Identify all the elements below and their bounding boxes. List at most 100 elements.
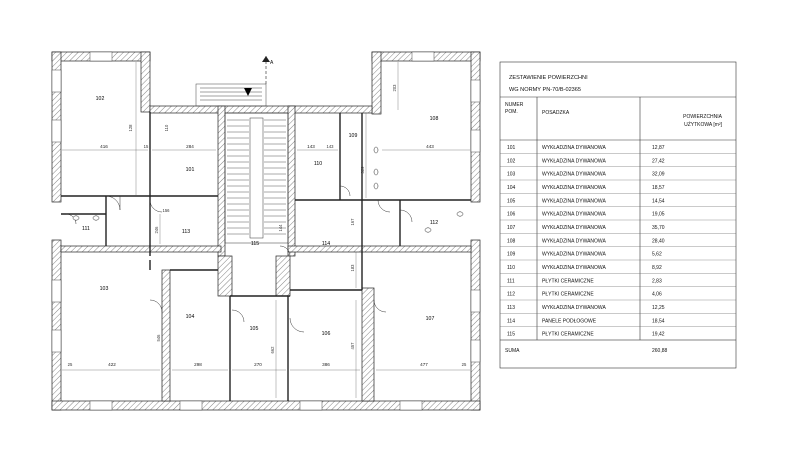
schedule-row-number: 114: [507, 318, 515, 324]
schedule-row-finish: WYKŁADZINA DYWANOWA: [542, 198, 606, 204]
schedule-row-number: 103: [507, 172, 516, 178]
schedule-row-area: 18,57: [652, 185, 665, 191]
dim-105-vert: 662: [270, 346, 275, 354]
schedule-row-area: 5,62: [652, 252, 662, 258]
room-label-106: 106: [322, 331, 331, 337]
stair-treads: [227, 119, 286, 235]
schedule-row-finish: PŁYTKI CERAMICZNE: [542, 292, 594, 298]
schedule-row-area: 2,83: [652, 278, 662, 284]
schedule-row-finish: WYKŁADZINA DYWANOWA: [542, 265, 606, 271]
schedule-row-finish: PŁYTKI CERAMICZNE: [542, 278, 594, 284]
schedule-sum-label: SUMA: [505, 348, 520, 354]
dim-106-width: 386: [322, 362, 330, 367]
schedule-row-area: 35,70: [652, 225, 665, 231]
schedule-row-area: 14,54: [652, 198, 665, 204]
schedule-row-area: 12,25: [652, 305, 665, 311]
room-label-101: 101: [186, 167, 195, 173]
dim-108-vert: 203: [392, 84, 397, 92]
schedule-row-finish: WYKŁADZINA DYWANOWA: [542, 212, 606, 218]
schedule-row-number: 102: [507, 158, 516, 164]
staircase: [224, 112, 289, 244]
dim-114-vert-2: 183: [350, 264, 355, 272]
schedule-row-finish: WYKŁADZINA DYWANOWA: [542, 172, 606, 178]
dim-102-side: 15: [144, 144, 149, 149]
room-label-111: 111: [82, 226, 90, 232]
schedule-row-number: 107: [507, 225, 516, 231]
interior-partitions: [61, 112, 471, 401]
dim-110-width-2: 143: [327, 144, 335, 149]
schedule-row-number: 110: [507, 265, 515, 271]
dim-113-vert: 246: [154, 226, 159, 234]
dim-102-width: 416: [100, 144, 108, 149]
dim-103-width: 422: [108, 362, 116, 367]
schedule-row-number: 109: [507, 252, 516, 258]
schedule-row-finish: WYKŁADZINA DYWANOWA: [542, 145, 606, 151]
dim-105-width: 270: [254, 362, 262, 367]
door-swings: [65, 185, 413, 333]
dim-106-vert: 457: [350, 342, 355, 350]
dim-103-left: 25: [68, 362, 73, 367]
schedule-row-number: 112: [507, 292, 515, 298]
dim-101-vert: 110: [164, 124, 169, 131]
room-label-102: 102: [96, 96, 105, 102]
schedule-col-area-2: UŻYTKOWA [m²]: [684, 121, 722, 128]
schedule-row-finish: WYKŁADZINA DYWANOWA: [542, 185, 606, 191]
schedule-row-area: 18,54: [652, 318, 665, 324]
dim-113-width: 156: [163, 208, 171, 213]
schedule-row-area: 27,42: [652, 158, 665, 164]
schedule-sum-value: 260,88: [652, 348, 668, 354]
schedule-col-number-1: NUMER: [505, 102, 524, 108]
schedule-row-number: 113: [507, 305, 515, 311]
schedule-row-number: 101: [507, 145, 516, 151]
schedule-row-area: 19,42: [652, 332, 665, 338]
windows: [51, 51, 481, 411]
outer-walls: [51, 51, 481, 411]
dim-115-vert: 144: [278, 224, 283, 232]
schedule-row-area: 28,40: [652, 238, 665, 244]
dim-104-vert: 546: [156, 334, 161, 342]
room-label-113: 113: [182, 229, 190, 235]
room-label-108: 108: [430, 116, 439, 122]
schedule-row-finish: WYKŁADZINA DYWANOWA: [542, 158, 606, 164]
schedule-row-area: 4,06: [652, 292, 662, 298]
schedule-row-area: 8,92: [652, 265, 662, 271]
schedule-row-finish: PANELE PODŁOGOWE: [542, 318, 597, 324]
dimension-labels: 416 128 15 284 110 143 143 329 443 203 1…: [68, 84, 467, 367]
schedule-row-finish: PŁYTKI CERAMICZNE: [542, 332, 594, 338]
schedule-row-number: 106: [507, 212, 516, 218]
room-label-112: 112: [430, 220, 438, 226]
dim-109-vert: 329: [360, 166, 365, 174]
schedule-row-finish: WYKŁADZINA DYWANOWA: [542, 305, 606, 311]
room-labels: 102 101 110 109 108 111 113 115 114 112 …: [82, 96, 438, 337]
schedule-row-number: 111: [507, 278, 515, 284]
dim-107-right: 25: [462, 362, 467, 367]
schedule-col-number-2: POM.: [505, 109, 518, 115]
dimension-lines: [62, 62, 470, 398]
schedule-row-number: 104: [507, 185, 516, 191]
room-label-105: 105: [250, 326, 259, 332]
room-label-109: 109: [349, 133, 358, 139]
entry-stairs: [195, 83, 267, 107]
room-label-104: 104: [186, 314, 195, 320]
schedule-row-number: 108: [507, 238, 516, 244]
schedule-row-number: 115: [507, 332, 515, 338]
room-label-103: 103: [100, 286, 109, 292]
schedule-col-finish: POSADZKA: [542, 110, 570, 116]
room-label-107: 107: [426, 316, 435, 322]
dim-110-width: 143: [307, 144, 315, 149]
schedule-row-finish: WYKŁADZINA DYWANOWA: [542, 252, 606, 258]
schedule-col-area-1: POWIERZCHNIA: [683, 114, 723, 120]
room-label-114: 114: [322, 241, 330, 247]
dim-107-width: 477: [420, 362, 428, 367]
dim-101-width: 284: [186, 144, 194, 149]
dim-114-vert: 167: [350, 218, 355, 226]
schedule-row-finish: WYKŁADZINA DYWANOWA: [542, 225, 606, 231]
schedule-row-area: 32,09: [652, 172, 665, 178]
section-marker-label: A: [270, 60, 274, 66]
schedule-row-number: 105: [507, 198, 516, 204]
schedule-row-area: 19,05: [652, 212, 665, 218]
area-schedule-table: ZESTAWIENIE POWIERZCHNI WG NORMY PN-70/B…: [499, 61, 737, 369]
